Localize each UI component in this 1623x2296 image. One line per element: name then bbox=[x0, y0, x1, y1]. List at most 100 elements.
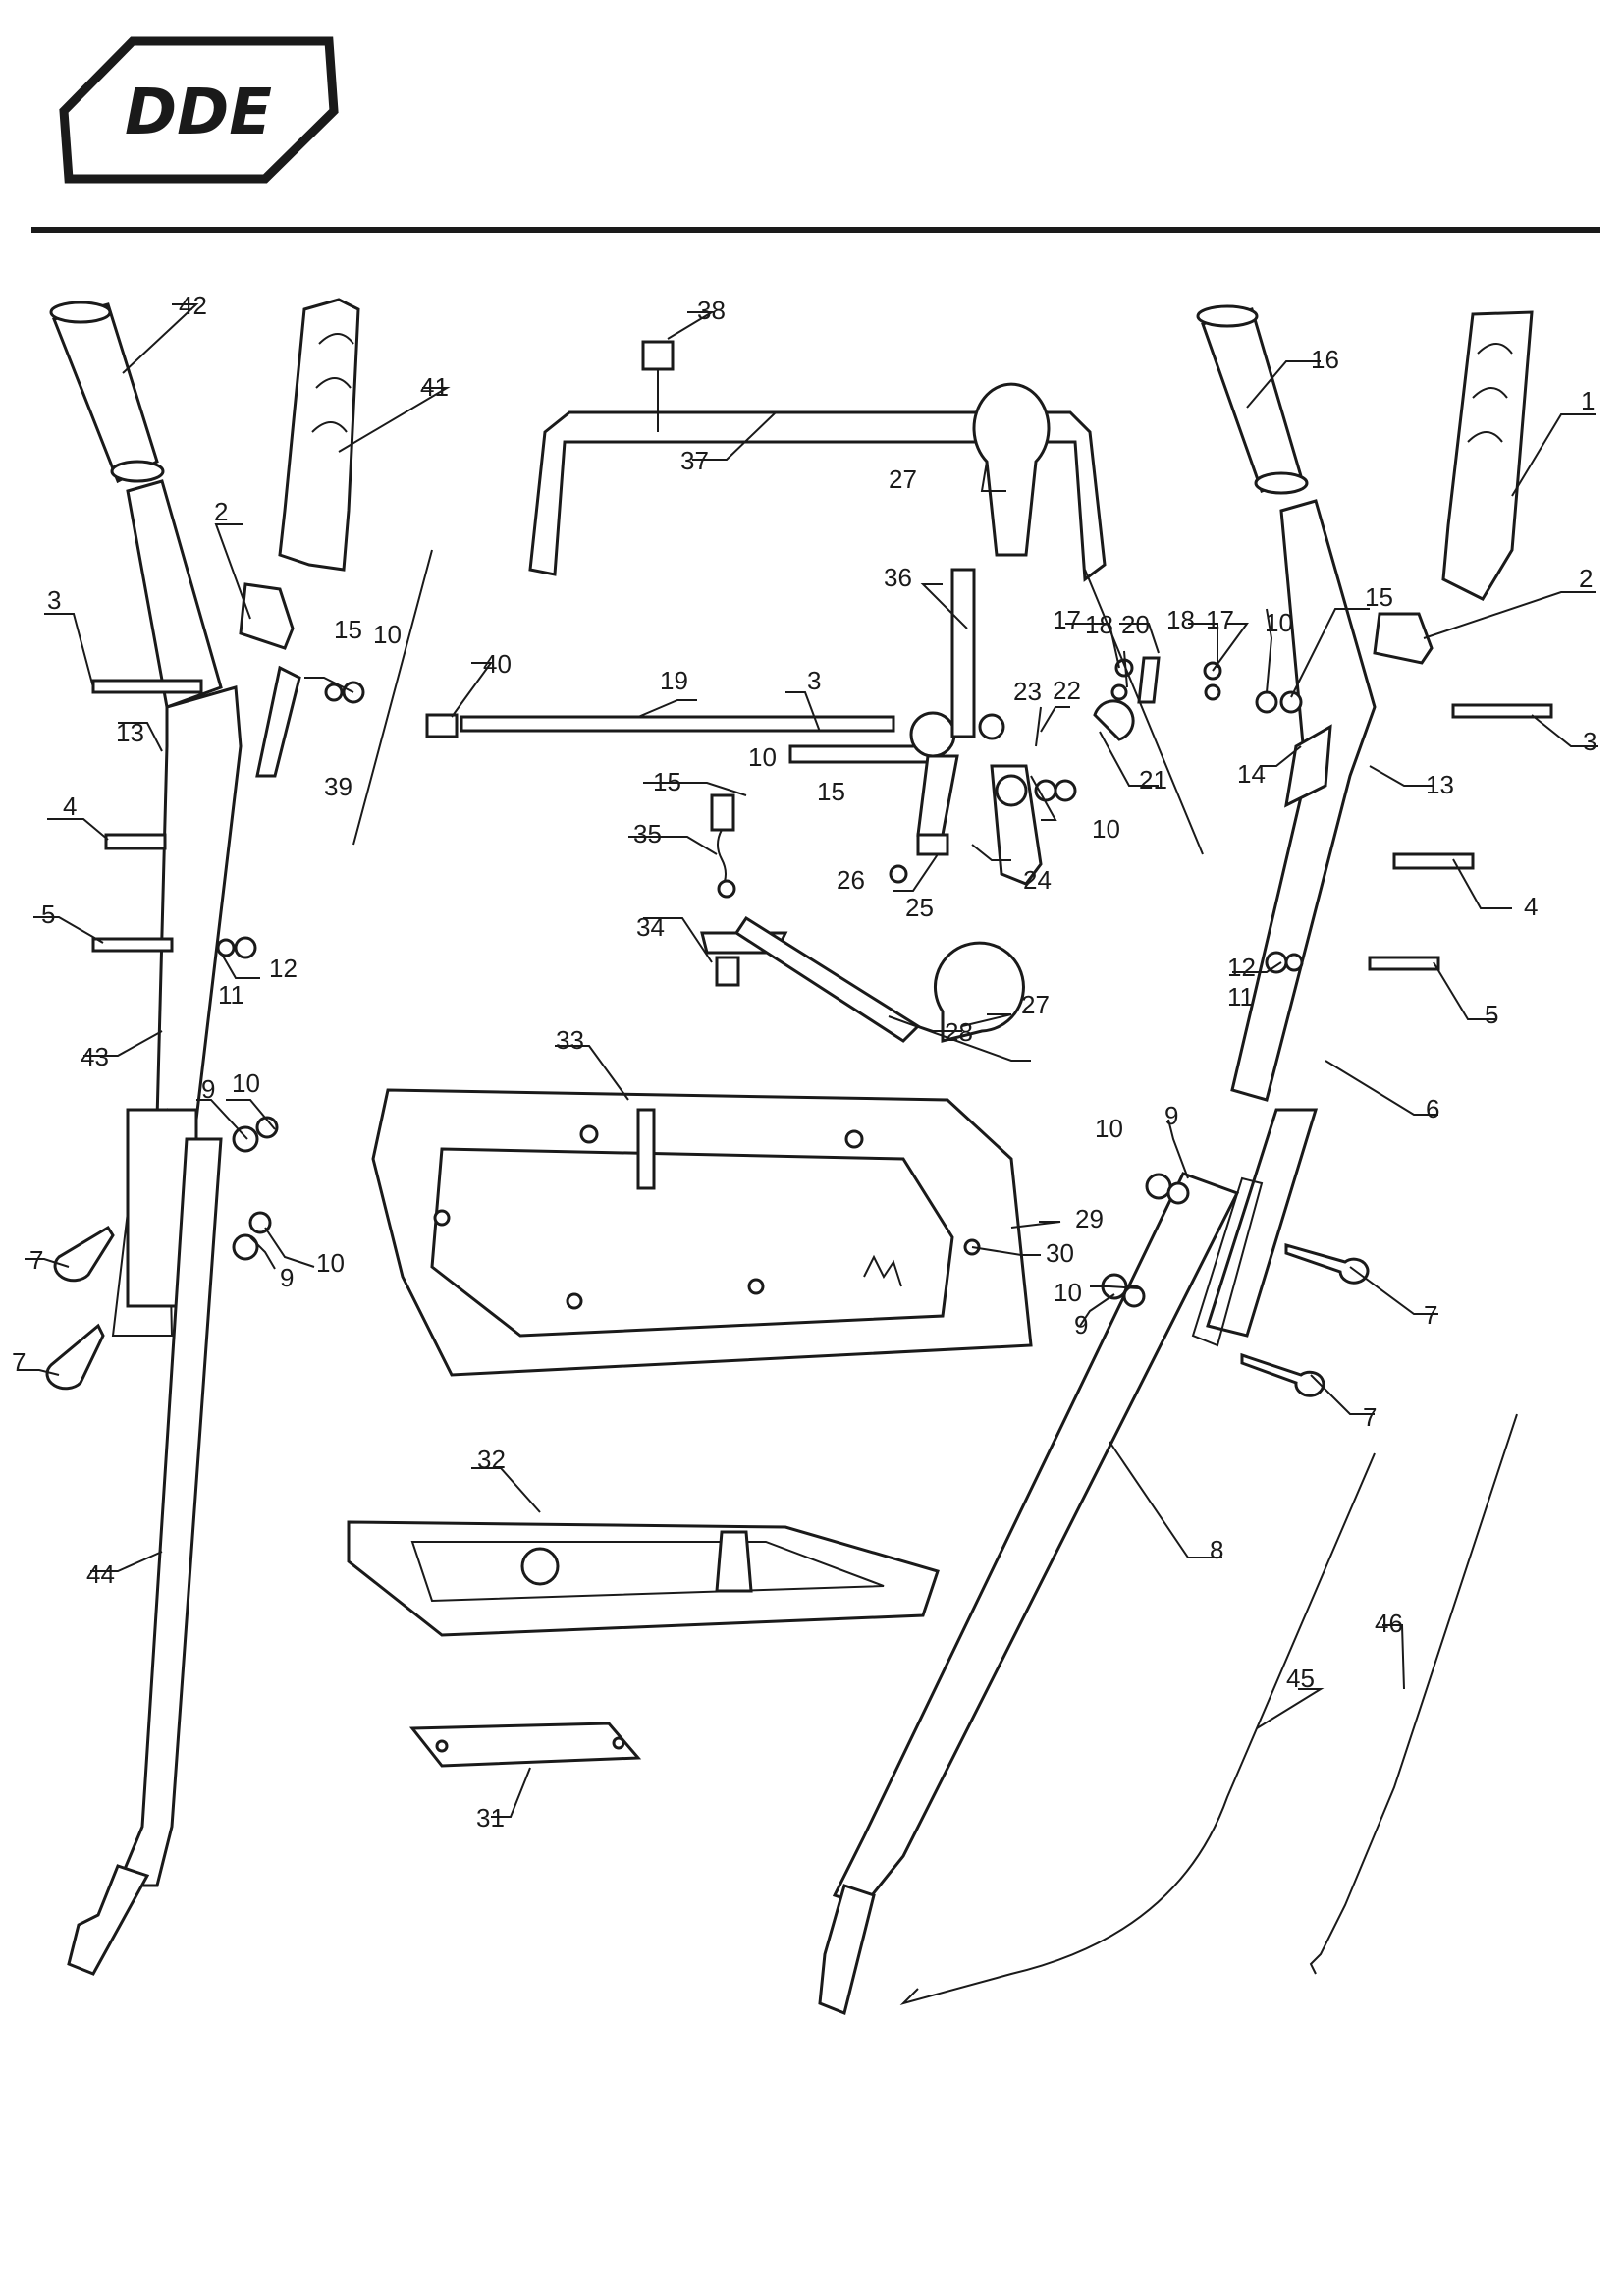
callout-11-left: 11 bbox=[218, 980, 244, 1010]
right-handle-cover bbox=[1441, 310, 1534, 601]
left-lower-tube bbox=[67, 1137, 223, 1976]
callout-9-a: 9 bbox=[201, 1074, 215, 1104]
callout-29: 29 bbox=[1075, 1204, 1104, 1233]
left-handle-cover bbox=[278, 298, 360, 572]
callout-45: 45 bbox=[1286, 1664, 1315, 1693]
callout-9-c: 9 bbox=[1164, 1101, 1178, 1130]
callout-10-h: 10 bbox=[1054, 1278, 1082, 1307]
callout-24: 24 bbox=[1023, 865, 1052, 895]
leader-lines bbox=[18, 303, 1598, 1818]
callout-3-left: 3 bbox=[47, 585, 61, 615]
callout-10-e: 10 bbox=[232, 1068, 260, 1098]
callout-28: 28 bbox=[945, 1017, 973, 1047]
callout-3-right: 3 bbox=[1583, 727, 1596, 756]
callout-21: 21 bbox=[1139, 765, 1167, 794]
callout-23: 23 bbox=[1013, 677, 1042, 706]
switch bbox=[641, 340, 675, 432]
callout-10-a: 10 bbox=[373, 620, 402, 649]
callout-9-b: 9 bbox=[280, 1263, 294, 1292]
callout-7-c: 7 bbox=[1424, 1300, 1437, 1330]
shift-plate bbox=[889, 764, 1077, 886]
left-bracket bbox=[239, 582, 301, 778]
spring-pin-group bbox=[978, 656, 1222, 741]
callout-6: 6 bbox=[1426, 1094, 1439, 1123]
callout-19: 19 bbox=[660, 666, 688, 695]
callout-5-right: 5 bbox=[1485, 1000, 1498, 1029]
callout-13-right: 13 bbox=[1426, 770, 1454, 799]
callout-9-d: 9 bbox=[1074, 1310, 1088, 1339]
callout-10-c: 10 bbox=[1265, 608, 1293, 637]
callout-2-left: 2 bbox=[214, 497, 228, 526]
callout-35: 35 bbox=[633, 819, 662, 848]
left-upper-tube bbox=[111, 479, 243, 1337]
callout-36: 36 bbox=[884, 563, 912, 592]
callout-17-b: 17 bbox=[1206, 605, 1234, 634]
callout-41: 41 bbox=[420, 372, 449, 402]
callout-5-left: 5 bbox=[41, 900, 55, 929]
callout-25: 25 bbox=[905, 893, 934, 922]
callout-10-b: 10 bbox=[748, 742, 777, 772]
right-bracket bbox=[1284, 612, 1434, 808]
callout-39: 39 bbox=[324, 772, 352, 801]
callout-22: 22 bbox=[1053, 676, 1081, 705]
callout-8: 8 bbox=[1210, 1535, 1223, 1564]
light-bar bbox=[408, 1722, 642, 1768]
callout-16: 16 bbox=[1311, 345, 1339, 374]
callout-30: 30 bbox=[1046, 1238, 1074, 1268]
right-bolts bbox=[1101, 690, 1553, 1397]
lower-panel bbox=[347, 1520, 940, 1637]
callout-43: 43 bbox=[81, 1042, 109, 1071]
callout-46: 46 bbox=[1375, 1609, 1403, 1638]
chute-crank bbox=[700, 793, 1025, 1043]
shift-lever bbox=[950, 382, 1051, 738]
callout-15-d: 15 bbox=[1365, 582, 1393, 612]
callout-15-b: 15 bbox=[653, 767, 681, 796]
cable-45 bbox=[899, 1452, 1376, 2005]
callout-4-left: 4 bbox=[63, 792, 77, 821]
callout-14: 14 bbox=[1237, 759, 1266, 789]
left-bolts bbox=[45, 679, 365, 1391]
callout-26: 26 bbox=[837, 865, 865, 895]
callout-18-b: 18 bbox=[1166, 605, 1195, 634]
callout-31: 31 bbox=[476, 1803, 505, 1832]
callout-11-right: 11 bbox=[1227, 982, 1254, 1011]
callout-1: 1 bbox=[1581, 386, 1595, 415]
dash-panel bbox=[371, 1088, 1033, 1377]
callout-7-b: 7 bbox=[12, 1347, 26, 1377]
shift-rod-assembly bbox=[425, 711, 959, 837]
callout-10-d: 10 bbox=[1092, 814, 1120, 844]
callout-15-a: 15 bbox=[334, 615, 362, 644]
brand-logo: DDE bbox=[59, 36, 339, 184]
callout-13-left: 13 bbox=[116, 718, 144, 747]
right-handle-grip bbox=[1196, 304, 1309, 495]
callout-42: 42 bbox=[179, 291, 207, 320]
callout-10-g: 10 bbox=[1095, 1114, 1123, 1143]
left-handle-grip bbox=[49, 301, 165, 484]
callout-2-right: 2 bbox=[1579, 564, 1593, 593]
callout-7-a: 7 bbox=[29, 1245, 43, 1275]
callout-12-left: 12 bbox=[269, 954, 298, 983]
callout-15-c: 15 bbox=[817, 777, 845, 806]
callout-4-right: 4 bbox=[1524, 892, 1538, 921]
callout-34: 34 bbox=[636, 912, 665, 942]
callout-44: 44 bbox=[86, 1559, 115, 1589]
right-upper-tube bbox=[1191, 499, 1377, 1347]
callout-12-right: 12 bbox=[1227, 953, 1256, 982]
right-lower-tube bbox=[818, 1172, 1240, 2016]
callout-10-f: 10 bbox=[316, 1248, 345, 1278]
callout-labels: 1 2 2 3 3 3 4 4 5 5 6 7 7 7 7 8 9 9 9 9 … bbox=[12, 291, 1596, 1832]
callout-27-top: 27 bbox=[889, 465, 917, 494]
callout-17-a: 17 bbox=[1053, 605, 1081, 634]
callout-7-d: 7 bbox=[1363, 1402, 1377, 1432]
callout-18-a: 18 bbox=[1085, 610, 1113, 639]
logo-text: DDE bbox=[125, 77, 272, 149]
cable-46 bbox=[1309, 1413, 1518, 1975]
callout-32: 32 bbox=[477, 1445, 506, 1474]
callout-27-bottom: 27 bbox=[1021, 990, 1050, 1019]
callout-40: 40 bbox=[483, 649, 512, 679]
callout-33: 33 bbox=[556, 1025, 584, 1055]
callout-37: 37 bbox=[680, 446, 709, 475]
callout-3-center: 3 bbox=[807, 666, 821, 695]
callout-20: 20 bbox=[1121, 610, 1150, 639]
